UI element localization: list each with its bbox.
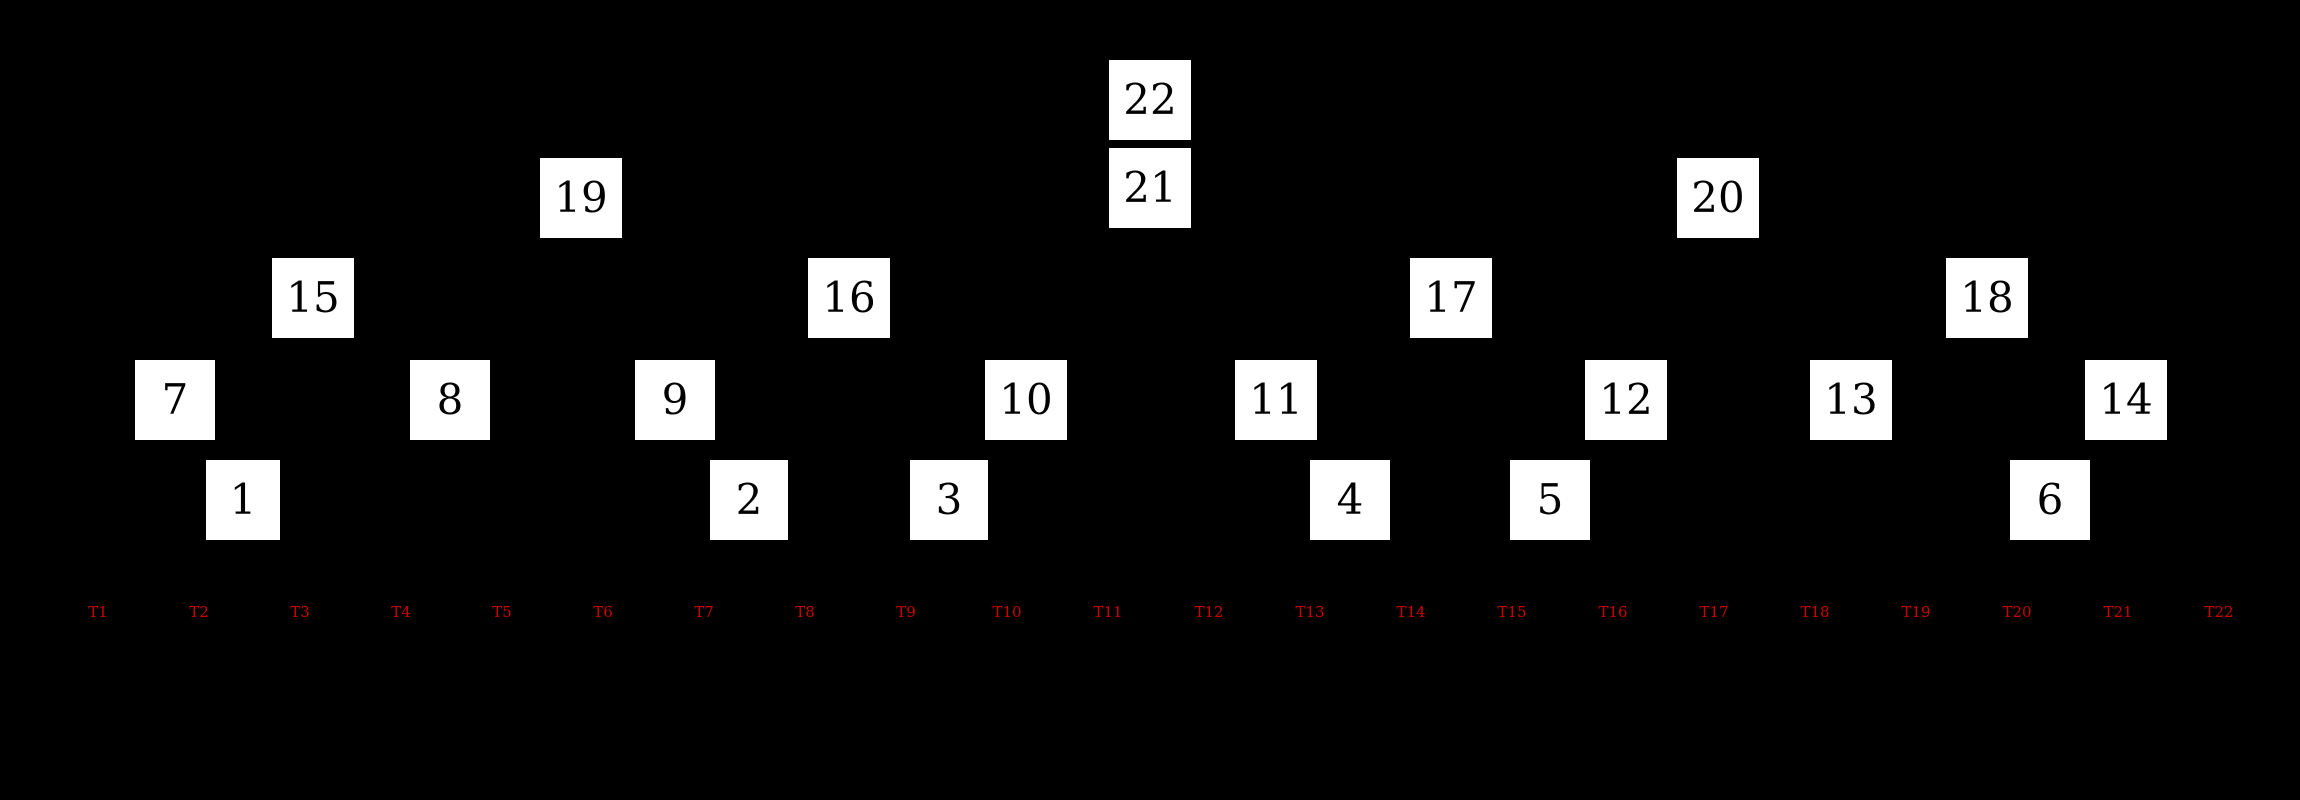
axis-tick-label-T1: T1 xyxy=(88,603,108,621)
axis-tick-label-T13: T13 xyxy=(1295,603,1325,621)
tree-node-6[interactable]: 6 xyxy=(2010,460,2090,540)
axis-tick-label-T12: T12 xyxy=(1194,603,1224,621)
tree-node-12[interactable]: 12 xyxy=(1585,360,1667,440)
tree-node-5[interactable]: 5 xyxy=(1510,460,1590,540)
tree-node-21[interactable]: 21 xyxy=(1109,148,1191,228)
tree-node-11[interactable]: 11 xyxy=(1235,360,1317,440)
axis-tick-label-T21: T21 xyxy=(2103,603,2133,621)
axis-tick-label-T8: T8 xyxy=(795,603,815,621)
tree-node-18[interactable]: 18 xyxy=(1946,258,2028,338)
axis-tick-label-T7: T7 xyxy=(694,603,714,621)
axis-tick-label-T17: T17 xyxy=(1699,603,1729,621)
tree-node-7[interactable]: 7 xyxy=(135,360,215,440)
axis-tick-label-T4: T4 xyxy=(391,603,411,621)
tree-node-19[interactable]: 19 xyxy=(540,158,622,238)
tree-node-4[interactable]: 4 xyxy=(1310,460,1390,540)
axis-tick-label-T16: T16 xyxy=(1598,603,1628,621)
tree-node-16[interactable]: 16 xyxy=(808,258,890,338)
tree-node-15[interactable]: 15 xyxy=(272,258,354,338)
axis-tick-label-T10: T10 xyxy=(992,603,1022,621)
tree-node-14[interactable]: 14 xyxy=(2085,360,2167,440)
tree-node-20[interactable]: 20 xyxy=(1677,158,1759,238)
axis-tick-label-T15: T15 xyxy=(1497,603,1527,621)
tree-node-22[interactable]: 22 xyxy=(1109,60,1191,140)
tree-node-10[interactable]: 10 xyxy=(985,360,1067,440)
tree-node-1[interactable]: 1 xyxy=(206,460,280,540)
tree-node-13[interactable]: 13 xyxy=(1810,360,1892,440)
axis-tick-label-T22: T22 xyxy=(2204,603,2234,621)
axis-tick-label-T20: T20 xyxy=(2002,603,2032,621)
axis-tick-label-T5: T5 xyxy=(492,603,512,621)
tree-node-17[interactable]: 17 xyxy=(1410,258,1492,338)
axis-tick-label-T19: T19 xyxy=(1901,603,1931,621)
axis-tick-label-T2: T2 xyxy=(189,603,209,621)
tree-node-8[interactable]: 8 xyxy=(410,360,490,440)
axis-tick-label-T3: T3 xyxy=(290,603,310,621)
axis-tick-label-T11: T11 xyxy=(1093,603,1123,621)
tree-node-3[interactable]: 3 xyxy=(910,460,988,540)
tree-node-2[interactable]: 2 xyxy=(710,460,788,540)
axis-tick-label-T9: T9 xyxy=(896,603,916,621)
tree-node-9[interactable]: 9 xyxy=(635,360,715,440)
axis-tick-label-T14: T14 xyxy=(1396,603,1426,621)
axis-tick-label-T18: T18 xyxy=(1800,603,1830,621)
axis-tick-label-T6: T6 xyxy=(593,603,613,621)
